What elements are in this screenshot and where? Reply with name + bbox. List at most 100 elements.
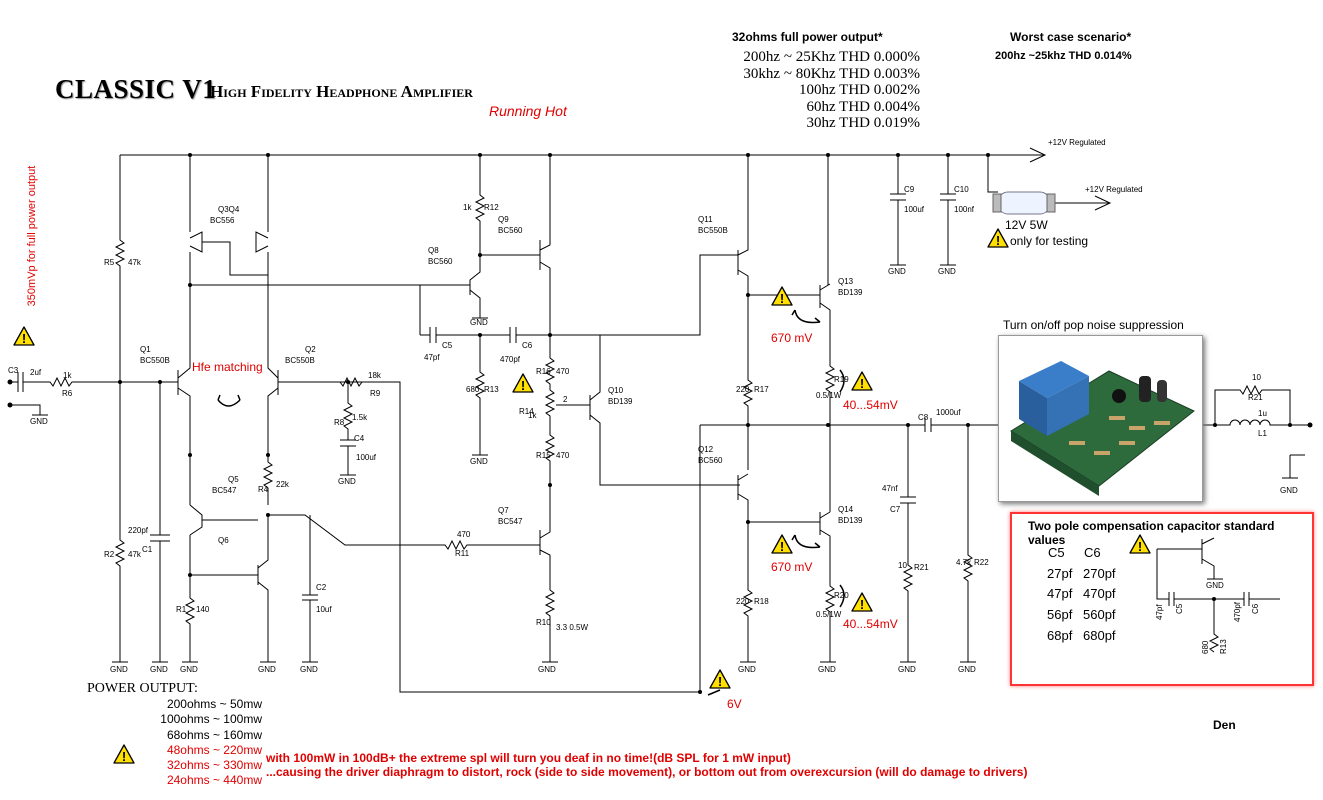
label-r22-value: 4.7k [956,558,972,567]
comp-value: 27pf [1047,566,1073,581]
label-c6: C6 [522,341,533,350]
label-r22: R22 [974,558,989,567]
gnd-label: GND [470,457,488,466]
compensation-title: Two pole compensation capacitor standard… [1028,519,1275,547]
hfe-matching-label: Hfe matching [192,360,263,374]
warning-icon [709,669,731,690]
gnd-label: GND [1280,486,1298,495]
comp-col-c5: C5 [1048,545,1065,560]
label-r16: R16 [536,367,551,376]
label-r5-value: 47k [128,258,142,267]
label-r9: R9 [370,389,381,398]
comp-value: 270pf [1083,566,1116,581]
mini-r13-value: 680 [1201,640,1210,654]
comp-value: 47pf [1047,586,1073,601]
label-l1-value: 1u [1258,409,1267,418]
label-r14: R14 [519,407,534,416]
label-q12-type: BC560 [698,456,723,465]
label-r12-value: 1k [463,203,472,212]
mini-c6-value: 470pf [1233,601,1242,622]
comp-value: 56pf [1047,607,1073,622]
warning-icon [113,744,135,765]
lamp-label: 12V 5W [1005,218,1048,232]
label-q8-type: BC560 [428,257,453,266]
mini-c6: C6 [1251,603,1260,614]
power-row-warning: 24ohms ~ 440mw [166,773,262,788]
label-r21b-value: 10 [1252,373,1261,382]
label-r13: R13 [484,385,499,394]
lamp-note: only for testing [1010,234,1089,248]
bias-670mv-bottom: 670 mV [771,560,813,574]
mini-c5-value: 47pf [1155,604,1164,620]
label-c2-value: 10uf [316,605,332,614]
comp-value: 680pf [1083,628,1116,643]
gnd-label: GND [538,665,556,674]
label-r1-value: 140 [196,605,210,614]
label-r15: R15 [536,451,551,460]
label-r6-value: 1k [63,371,72,380]
comp-value: 68pf [1047,628,1073,643]
label-c10-value: 100nf [954,205,975,214]
thd-line: 30hz THD 0.019% [806,115,920,131]
title-subtitle: High Fidelity Headphone Amplifier [210,82,473,101]
label-c1-value: 220pf [128,526,149,535]
label-r21-value: 10 [898,561,907,570]
label-l1: L1 [1258,429,1267,438]
label-q14: Q14 [838,505,854,514]
label-r10: R10 [536,618,551,627]
mini-c5: C5 [1175,603,1184,614]
label-rail-1: +12V Regulated [1048,138,1106,147]
label-c8: C8 [918,413,929,422]
label-r4-value: 22k [276,480,290,489]
label-q2-type: BC550B [285,356,315,365]
performance-heading: 32ohms full power output* [732,30,883,44]
thd-line: 100hz THD 0.002% [799,82,920,98]
label-r8: R8 [334,418,345,427]
comp-value: 560pf [1083,607,1116,622]
label-q8: Q8 [428,246,439,255]
label-q3q4: Q3Q4 [218,205,240,214]
label-c2: C2 [316,583,327,592]
label-r21b: R21 [1248,393,1263,402]
label-r12: R12 [484,203,499,212]
warning-icon [851,592,873,613]
label-pin2: 2 [563,395,568,404]
label-r18: R18 [754,597,769,606]
warning-icon [771,534,793,555]
thd-line: 30khz ~ 80Khz THD 0.003% [743,65,920,82]
label-r5: R5 [104,258,115,267]
power-row-warning: 48ohms ~ 220mw [166,742,262,757]
spl-warning-2: ...causing the driver diaphragm to disto… [266,765,1028,779]
label-q7: Q7 [498,506,509,515]
bias-4054mv-bottom: 40...54mV [843,617,898,631]
label-r18-value: 220 [736,597,750,606]
label-q13-type: BD139 [838,288,863,297]
gnd-label: GND [958,665,976,674]
worst-case-line: 200hz ~25khz THD 0.014% [995,50,1132,62]
label-r1: R1 [176,605,187,614]
label-c4-value: 100uf [356,453,377,462]
label-r17-value: 220 [736,385,750,394]
label-r19: R19 [834,375,849,384]
mini-r13: R13 [1219,639,1228,654]
label-r8-value: 1.5k [352,413,368,422]
gnd-label: GND [150,665,168,674]
title-main: CLASSIC V1 [55,74,217,104]
label-q11-type: BC550B [698,226,728,235]
label-q7-type: BC547 [498,517,523,526]
thd-line: 60hz THD 0.004% [806,98,920,115]
relay-board-image [998,335,1203,502]
label-c10: C10 [954,185,969,194]
gnd-label: GND [180,665,198,674]
comp-col-c6: C6 [1084,545,1101,560]
svg-text:!: ! [1138,539,1142,554]
gnd-label: GND [300,665,318,674]
label-q11: Q11 [698,215,713,224]
gnd-label: GND [898,665,916,674]
warning-icon [771,286,793,307]
label-q2: Q2 [305,345,316,354]
comp-value: 470pf [1083,586,1116,601]
label-q10: Q10 [608,386,624,395]
gnd-label: GND [110,665,128,674]
